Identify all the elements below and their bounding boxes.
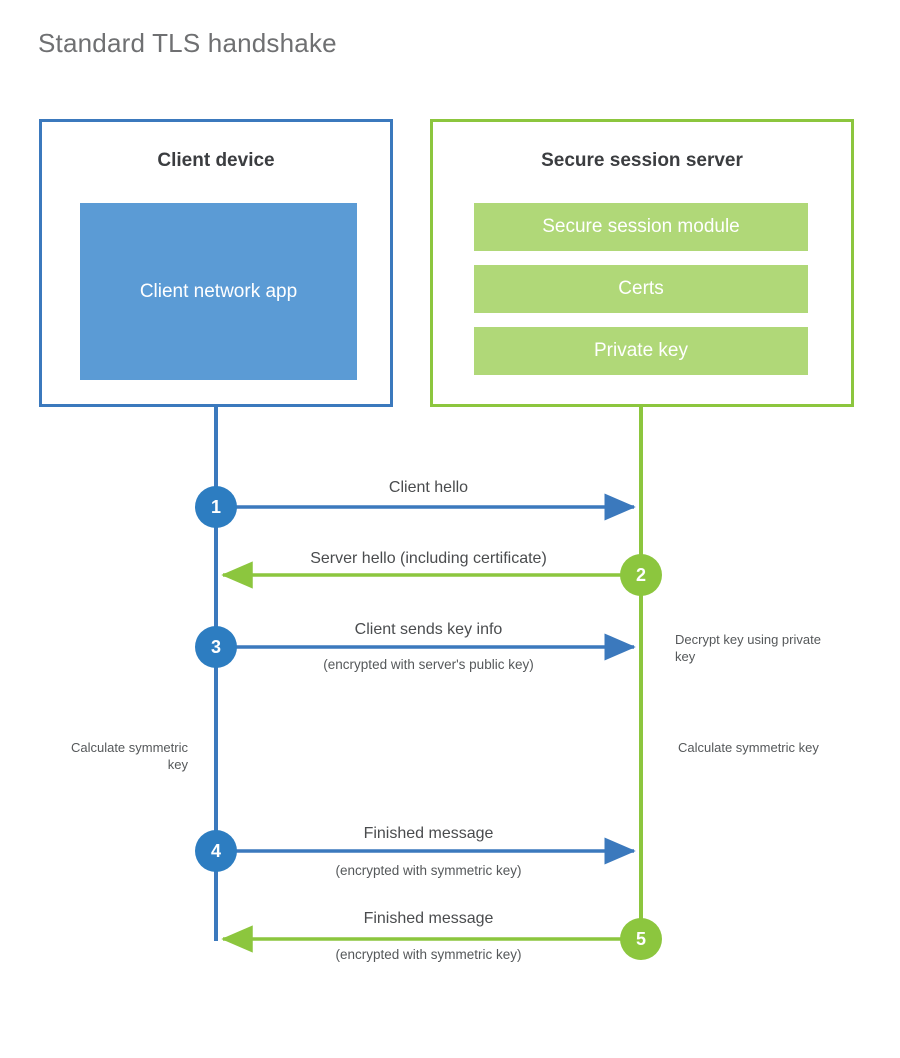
step-3-label: Client sends key info — [354, 621, 503, 638]
client-network-app-label: Client network app — [139, 281, 298, 302]
client-device-box: Client device Client network app — [39, 119, 393, 407]
step-4-label: Finished message — [363, 825, 494, 842]
server-component-label: Private key — [594, 340, 688, 361]
step-5-label: Finished message — [363, 910, 494, 927]
step-4-sublabel: (encrypted with symmetric key) — [335, 863, 522, 878]
page-title: Standard TLS handshake — [38, 28, 337, 58]
step-circle-1 — [195, 486, 237, 528]
note-client-calculate: Calculate symmetric key — [70, 740, 188, 772]
step-5-sublabel: (encrypted with symmetric key) — [335, 947, 522, 962]
client-device-title: Client device — [157, 150, 275, 171]
step-circle-4 — [195, 830, 237, 872]
server-component-label: Certs — [618, 278, 664, 299]
step-circle-2 — [620, 554, 662, 596]
step-2-label: Server hello (including certificate) — [310, 550, 547, 567]
secure-session-server-title: Secure session server — [541, 150, 743, 171]
client-network-app-block: Client network app — [80, 203, 357, 380]
step-1-label: Client hello — [388, 479, 469, 496]
note-server-calculate: Calculate symmetric key — [678, 740, 819, 755]
server-component-label: Secure session module — [542, 216, 740, 237]
secure-session-server-box: Secure session server Secure session mod… — [430, 119, 854, 407]
server-component-certs: Certs — [474, 265, 808, 313]
note-server-decrypt: Decrypt key using private key — [675, 632, 821, 664]
server-component-private-key: Private key — [474, 327, 808, 375]
step-circle-5 — [620, 918, 662, 960]
step-3-sublabel: (encrypted with server's public key) — [323, 657, 534, 672]
server-component-secure-session-module: Secure session module — [474, 203, 808, 251]
step-circle-3 — [195, 626, 237, 668]
